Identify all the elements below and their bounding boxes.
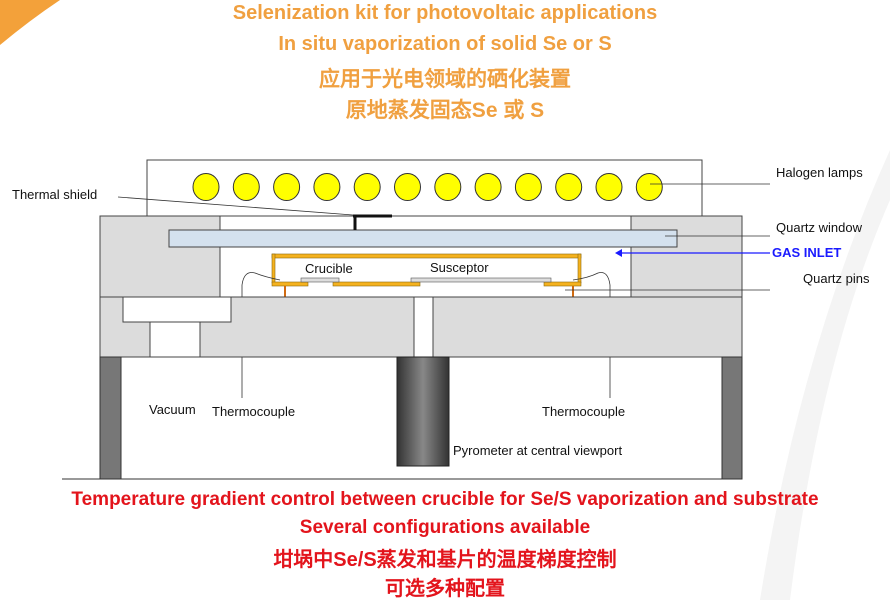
title-line-2: In situ vaporization of solid Se or S [278, 33, 612, 55]
label-quartz-pins: Quartz pins [803, 271, 870, 286]
substrate [410, 277, 552, 283]
label-crucible: Crucible [305, 261, 353, 276]
footer-line-1: Temperature gradient control between cru… [71, 489, 819, 510]
leg-left [99, 356, 122, 480]
footer-line-4: 可选多种配置 [385, 578, 505, 600]
halogen-lamp [394, 173, 421, 201]
label-pyrometer: Pyrometer at central viewport [453, 443, 623, 458]
label-susceptor: Susceptor [430, 260, 489, 275]
title-line-4: 原地蒸发固态Se 或 S [345, 99, 545, 122]
arrow-left-icon [615, 249, 622, 257]
halogen-lamp [474, 173, 502, 201]
footer-line-2: Several configurations available [299, 517, 591, 538]
title-line-3: 应用于光电领域的硒化装置 [319, 68, 571, 91]
background-swoosh [760, 150, 890, 600]
label-gas-inlet: GAS INLET [772, 245, 842, 260]
halogen-lamp [273, 173, 301, 201]
halogen-lamp [555, 173, 583, 201]
corner-decoration [0, 0, 60, 45]
quartz-window [168, 229, 678, 248]
central-viewport [413, 296, 434, 358]
vacuum-port-neck [149, 321, 201, 358]
thermocouple-wire-left [241, 272, 281, 398]
vacuum-port [122, 296, 232, 323]
halogen-lamp [635, 173, 663, 201]
halogen-lamp [192, 173, 220, 201]
label-thermocouple-left: Thermocouple [212, 404, 296, 419]
susceptor-frame [271, 253, 582, 287]
halogen-lamp [434, 173, 462, 201]
leg-right [721, 356, 743, 480]
halogen-lamp [514, 173, 542, 201]
label-quartz-window: Quartz window [776, 220, 862, 235]
halogen-lamp [595, 173, 623, 201]
leader-thermal-shield [117, 196, 354, 216]
halogen-lamps [192, 173, 663, 201]
thermocouple-wire-right [572, 272, 611, 398]
crucible [300, 277, 340, 283]
halogen-lamp [232, 173, 260, 201]
label-vacuum: Vacuum [149, 402, 196, 417]
halogen-lamp [353, 173, 381, 201]
label-halogen-lamps: Halogen lamps [776, 165, 863, 180]
label-thermocouple-right: Thermocouple [542, 404, 626, 419]
label-thermal-shield: Thermal shield [12, 187, 98, 202]
title-line-1: Selenization kit for photovoltaic applic… [232, 2, 658, 24]
halogen-lamp [313, 173, 341, 201]
pyrometer [396, 356, 450, 467]
footer-line-3: 坩埚中Se/S蒸发和基片的温度梯度控制 [273, 549, 617, 571]
